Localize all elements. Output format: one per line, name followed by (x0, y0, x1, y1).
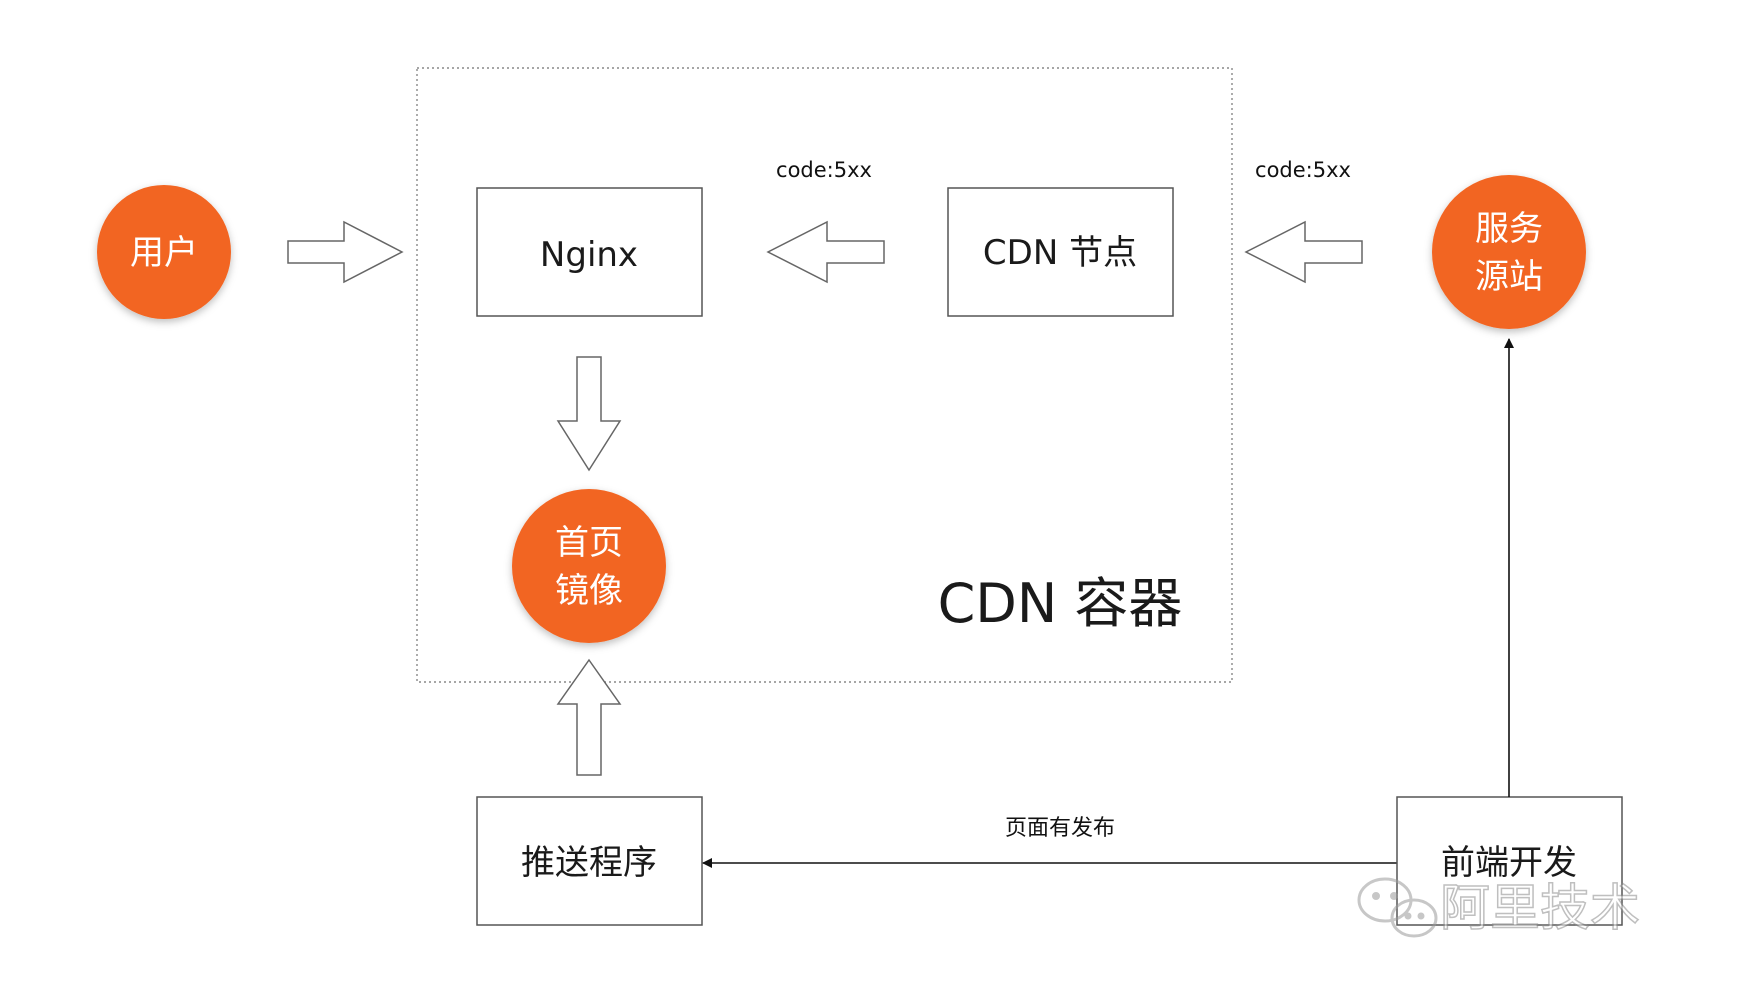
user-label: 用户 (130, 233, 198, 273)
origin-label-line1: 服务 (1475, 209, 1543, 249)
homepage-mirror-node: 首页 镜像 (512, 489, 666, 643)
origin-server-node: 服务 源站 (1432, 175, 1586, 329)
arrow-origin-to-cdn (1244, 220, 1363, 284)
mirror-label-line1: 首页 (555, 523, 623, 563)
frontend-dev-node: 前端开发 (1396, 796, 1623, 926)
arrow-push-to-mirror (556, 658, 622, 776)
mirror-label-line2: 镜像 (555, 571, 623, 611)
edge-label-origin-to-cdn: code:5xx (1255, 158, 1351, 182)
cdn-container-box (416, 67, 1233, 683)
push-program-node: 推送程序 (476, 796, 703, 926)
cdn-node: CDN 节点 (947, 187, 1174, 317)
cdn-container-label: CDN 容器 (938, 572, 1183, 635)
origin-label-line2: 源站 (1475, 257, 1543, 297)
push-program-label: 推送程序 (521, 843, 657, 883)
arrow-nginx-to-mirror (556, 356, 622, 472)
user-node: 用户 (97, 185, 231, 319)
wechat-icon (1357, 877, 1438, 938)
watermark-text: 阿里技术 (1440, 879, 1640, 937)
nginx-node: Nginx (476, 187, 703, 317)
arrow-cdn-to-nginx (766, 220, 885, 284)
cdn-node-label: CDN 节点 (983, 233, 1137, 273)
edge-label-cdn-to-nginx: code:5xx (776, 158, 872, 182)
nginx-label: Nginx (540, 235, 638, 275)
edge-label-frontend-to-push: 页面有发布 (1005, 816, 1115, 841)
watermark: 阿里技术 (1357, 877, 1641, 938)
arrow-user-to-nginx (287, 220, 404, 284)
frontend-dev-label: 前端开发 (1441, 843, 1577, 883)
